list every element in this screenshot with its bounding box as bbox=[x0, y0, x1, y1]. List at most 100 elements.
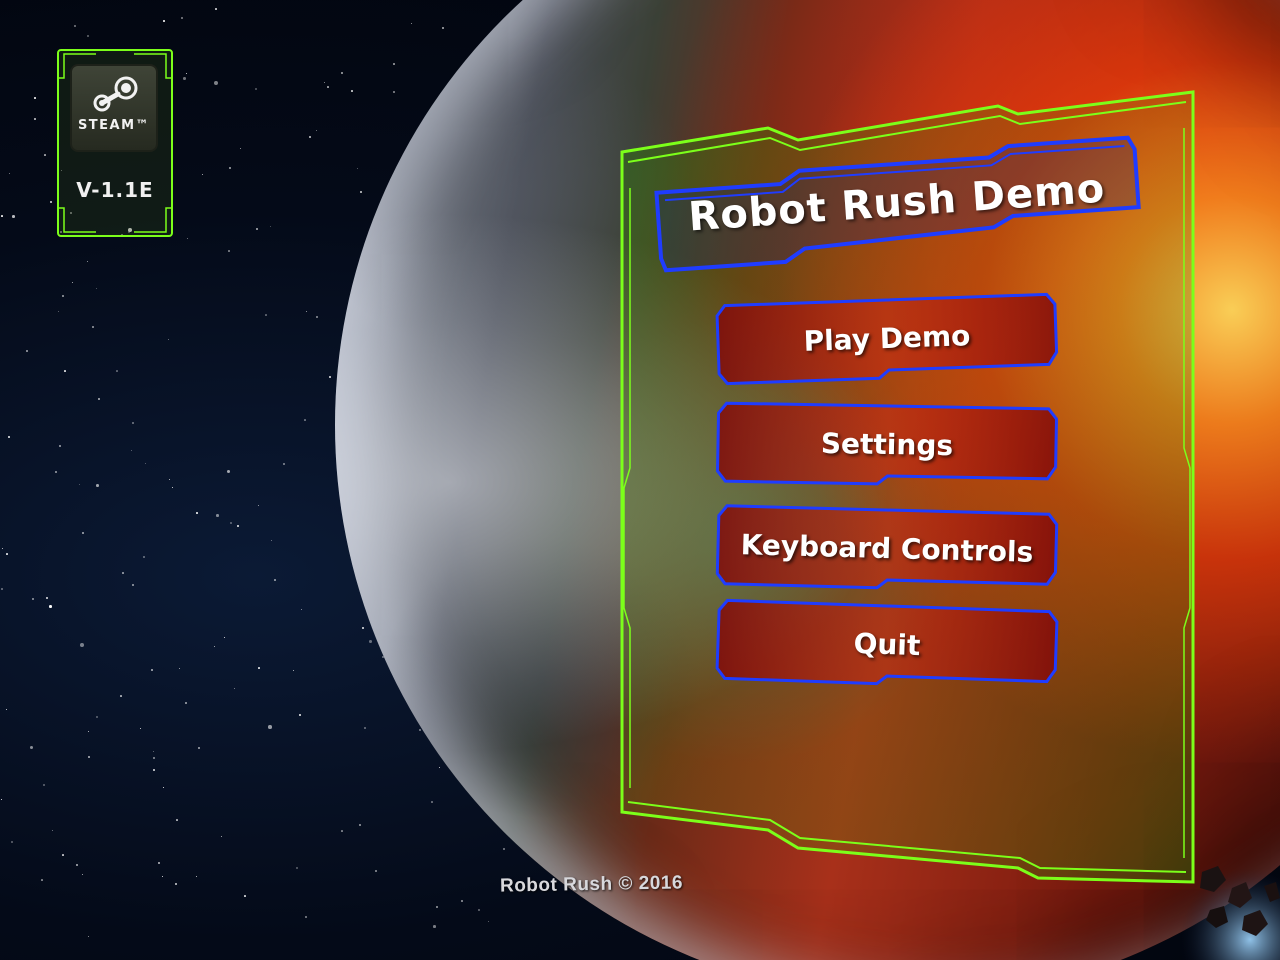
star bbox=[224, 637, 226, 639]
star bbox=[237, 525, 240, 528]
star bbox=[255, 88, 257, 90]
star bbox=[181, 17, 184, 20]
star bbox=[131, 450, 133, 452]
star bbox=[270, 226, 272, 228]
star bbox=[44, 154, 46, 156]
star bbox=[258, 505, 260, 507]
play-demo-button[interactable]: Play Demo bbox=[713, 290, 1062, 388]
star bbox=[62, 854, 64, 856]
star bbox=[12, 215, 15, 218]
star bbox=[179, 668, 181, 670]
star bbox=[162, 876, 164, 878]
star bbox=[1, 215, 3, 217]
star bbox=[221, 836, 223, 838]
star bbox=[216, 514, 219, 517]
star bbox=[60, 231, 62, 233]
star bbox=[265, 314, 267, 316]
star bbox=[76, 864, 78, 866]
star bbox=[168, 339, 170, 341]
settings-label: Settings bbox=[820, 426, 954, 463]
star bbox=[153, 751, 155, 753]
star bbox=[140, 728, 142, 730]
star bbox=[256, 228, 259, 231]
star bbox=[88, 731, 90, 733]
star bbox=[98, 398, 101, 401]
star bbox=[96, 484, 99, 487]
star bbox=[2, 548, 4, 550]
star bbox=[34, 118, 36, 120]
star bbox=[49, 605, 52, 608]
star bbox=[215, 8, 217, 10]
star bbox=[227, 470, 231, 474]
keyboard-controls-button[interactable]: Keyboard Controls bbox=[713, 501, 1061, 596]
star bbox=[198, 747, 201, 750]
star bbox=[301, 609, 303, 611]
star bbox=[316, 130, 318, 132]
star bbox=[187, 238, 189, 240]
star bbox=[72, 282, 74, 284]
star bbox=[58, 311, 60, 313]
star bbox=[163, 787, 165, 789]
star bbox=[274, 579, 276, 581]
star bbox=[116, 370, 118, 372]
star bbox=[61, 170, 63, 172]
star bbox=[1, 588, 3, 590]
star bbox=[143, 556, 146, 559]
star bbox=[268, 725, 272, 729]
star bbox=[50, 201, 53, 204]
star bbox=[230, 522, 232, 524]
star bbox=[1, 799, 3, 801]
star bbox=[96, 288, 98, 290]
star bbox=[158, 862, 161, 865]
star bbox=[196, 876, 198, 878]
star bbox=[92, 326, 95, 329]
star bbox=[34, 97, 36, 99]
version-label: V-1.1E bbox=[76, 178, 154, 202]
star bbox=[87, 261, 89, 263]
star bbox=[74, 25, 76, 27]
star bbox=[196, 512, 198, 514]
star bbox=[306, 311, 308, 313]
star bbox=[32, 598, 34, 600]
star bbox=[229, 167, 232, 170]
star bbox=[327, 86, 329, 88]
star bbox=[234, 688, 235, 689]
star bbox=[79, 484, 81, 486]
star bbox=[120, 695, 122, 697]
star bbox=[305, 916, 308, 919]
quit-button[interactable]: Quit bbox=[713, 596, 1062, 694]
star bbox=[175, 883, 178, 886]
star bbox=[183, 77, 186, 80]
star bbox=[176, 819, 178, 821]
star bbox=[304, 419, 306, 421]
star bbox=[9, 173, 10, 174]
star bbox=[258, 667, 260, 669]
star bbox=[46, 597, 49, 600]
star bbox=[88, 756, 91, 759]
star bbox=[153, 769, 155, 771]
star bbox=[122, 572, 124, 574]
star bbox=[299, 714, 301, 716]
star bbox=[151, 669, 154, 672]
star bbox=[316, 316, 319, 319]
star bbox=[296, 867, 299, 870]
star bbox=[55, 471, 58, 474]
settings-button[interactable]: Settings bbox=[713, 399, 1060, 491]
star bbox=[240, 148, 242, 150]
star bbox=[132, 422, 134, 424]
star bbox=[6, 709, 8, 711]
star bbox=[30, 746, 34, 750]
star bbox=[163, 20, 165, 22]
star bbox=[70, 212, 72, 214]
star bbox=[6, 553, 8, 555]
star bbox=[43, 784, 46, 787]
star bbox=[87, 35, 90, 38]
star bbox=[41, 879, 43, 881]
star bbox=[309, 136, 312, 139]
star bbox=[121, 234, 123, 236]
star bbox=[62, 295, 64, 297]
star bbox=[52, 830, 54, 832]
star bbox=[8, 436, 11, 439]
star bbox=[324, 82, 325, 83]
star bbox=[96, 716, 99, 719]
